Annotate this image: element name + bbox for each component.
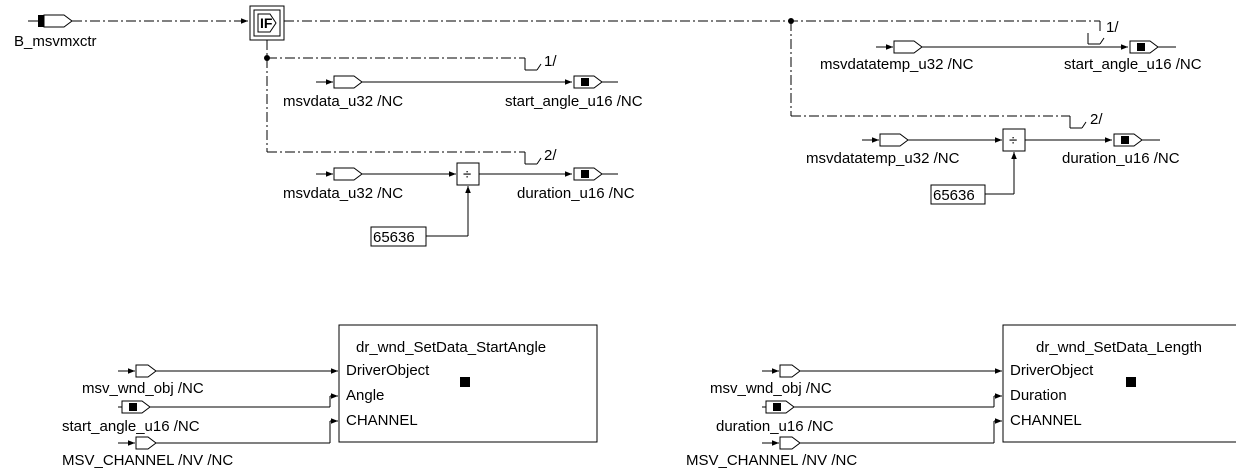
left-branch2-index: 2/ (544, 147, 557, 164)
right-branch2-index: 2/ (1090, 111, 1103, 128)
right-branch1-dst-label: start_angle_u16 /NC (1064, 56, 1202, 73)
call-right-input-0 (762, 364, 1002, 378)
left-divisor-constant: 65636 (370, 186, 471, 247)
left-branch2-dst-port (573, 167, 618, 181)
left-branch2-dst-label: duration_u16 /NC (517, 185, 635, 202)
call-left-input-2 (118, 418, 338, 450)
call-left-input-0-label: msv_wnd_obj /NC (82, 380, 204, 397)
left-branch2-src-label: msvdata_u32 /NC (283, 185, 403, 202)
right-branch2-marker (1069, 116, 1087, 129)
svg-text:÷: ÷ (1009, 132, 1017, 149)
left-branch1-marker (524, 58, 542, 71)
left-branch1-dst-port (573, 75, 618, 89)
call-right-input-2 (762, 418, 1002, 450)
call-left-input-0 (118, 364, 338, 378)
left-branch1-dst-label: start_angle_u16 /NC (505, 93, 643, 110)
if-block: IF (249, 5, 285, 41)
right-branch2-src-label: msvdatatemp_u32 /NC (806, 150, 960, 167)
if-block-label: IF (260, 15, 273, 31)
call-right-input-2-label: MSV_CHANNEL /NV /NC (686, 452, 857, 469)
right-branch2-dst-label: duration_u16 /NC (1062, 150, 1180, 167)
svg-text:÷: ÷ (463, 166, 471, 183)
svg-text:65636: 65636 (373, 229, 415, 246)
left-branch1-index: 1/ (544, 53, 557, 70)
right-branch2-src-port (862, 133, 909, 147)
call-right-title: dr_wnd_SetData_Length (1036, 339, 1202, 356)
call-block-length: dr_wnd_SetData_Length DriverObject Durat… (1002, 324, 1236, 443)
left-divide-block: ÷ (456, 162, 480, 186)
left-branch1-src-label: msvdata_u32 /NC (283, 93, 403, 110)
right-branch1-src-port (876, 40, 923, 54)
call-right-port-2: CHANNEL (1010, 412, 1082, 429)
left-branch2-src-port (316, 167, 363, 181)
call-right-port-1: Duration (1010, 387, 1067, 404)
call-left-input-1-label: start_angle_u16 /NC (62, 418, 200, 435)
right-branch1-index: 1/ (1106, 19, 1119, 36)
call-left-title: dr_wnd_SetData_StartAngle (356, 339, 546, 356)
right-branch2-dst-port (1113, 133, 1160, 147)
left-branch1-src-port (316, 75, 363, 89)
call-right-input-1 (762, 393, 1002, 414)
right-divide-block: ÷ (1002, 128, 1026, 152)
right-divisor-constant: 65636 (930, 152, 1017, 205)
call-left-input-1 (118, 393, 338, 414)
svg-text:65636: 65636 (933, 187, 975, 204)
left-branch2-marker (524, 152, 542, 165)
top-input-label: B_msvmxctr (14, 33, 97, 50)
call-right-input-0-label: msv_wnd_obj /NC (710, 380, 832, 397)
call-left-port-0: DriverObject (346, 362, 430, 379)
right-branch1-src-label: msvdatatemp_u32 /NC (820, 56, 974, 73)
call-left-port-1: Angle (346, 387, 384, 404)
call-right-port-0: DriverObject (1010, 362, 1094, 379)
call-left-input-2-label: MSV_CHANNEL /NV /NC (62, 452, 233, 469)
call-right-input-1-label: duration_u16 /NC (716, 418, 834, 435)
right-branch1-dst-port (1129, 40, 1176, 54)
right-branch1-marker (1087, 33, 1105, 45)
top-input-port (28, 14, 248, 28)
call-left-port-2: CHANNEL (346, 412, 418, 429)
call-block-start-angle: dr_wnd_SetData_StartAngle DriverObject A… (338, 324, 598, 443)
